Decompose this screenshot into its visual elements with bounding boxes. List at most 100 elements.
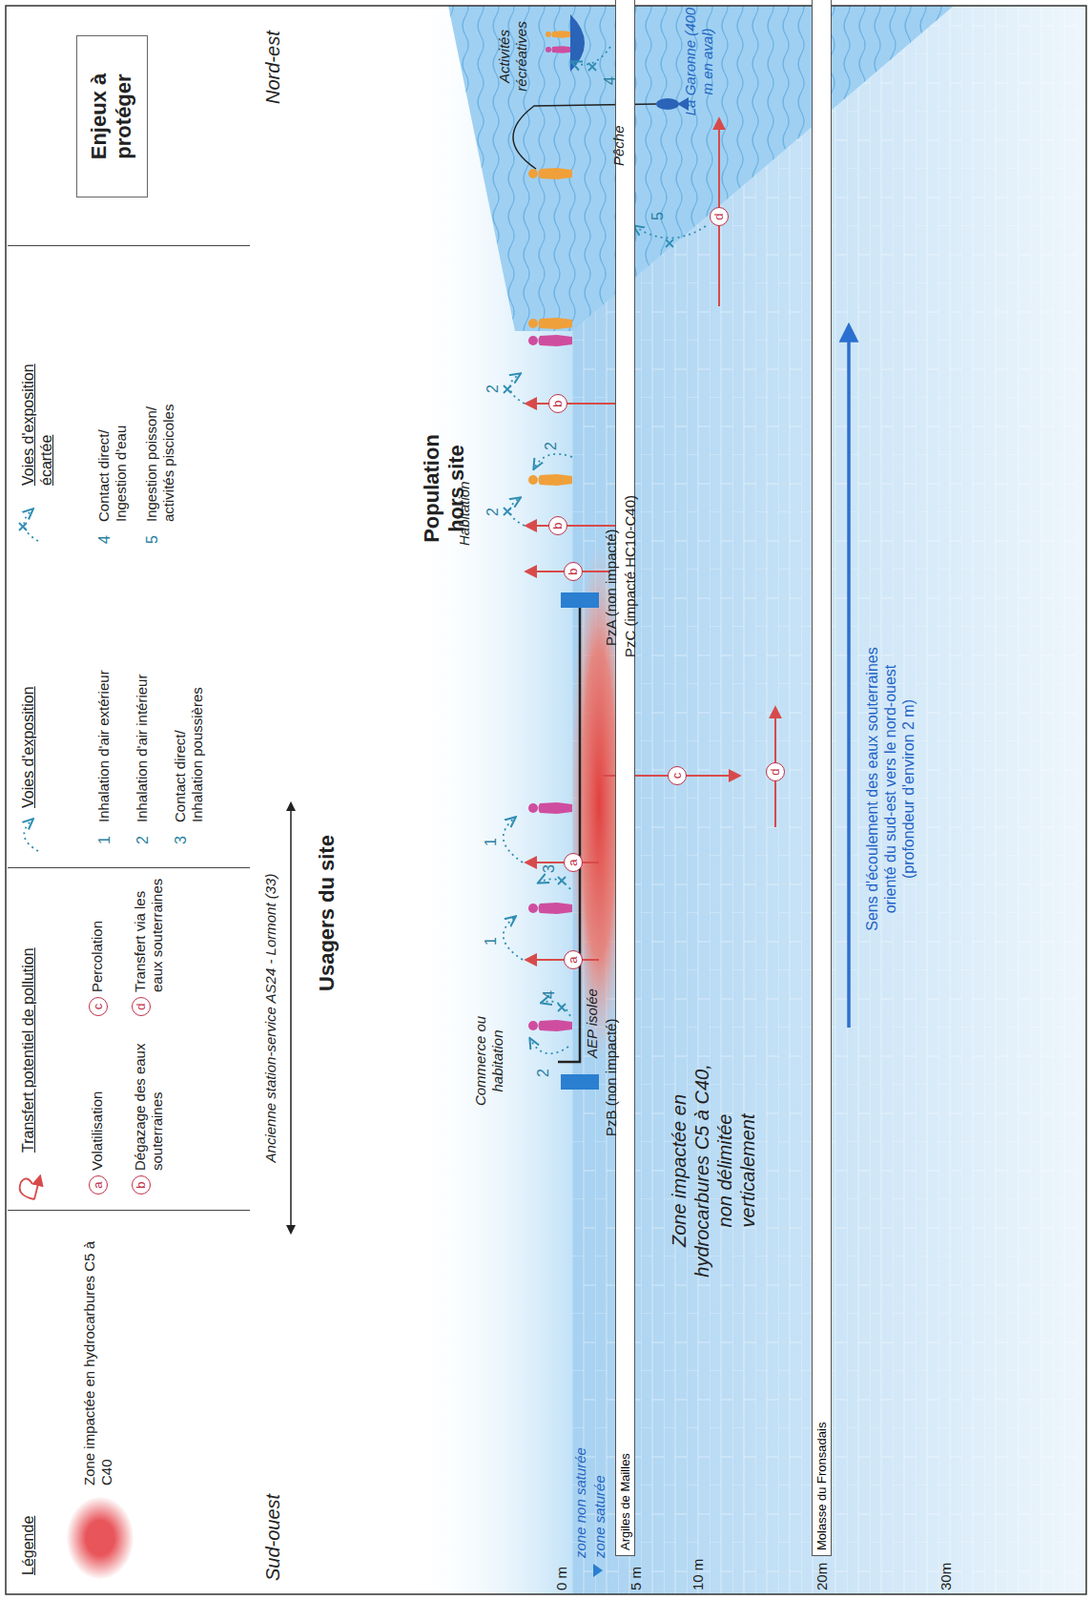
transfer-letter: b	[563, 561, 583, 581]
exposure-arrow	[503, 817, 523, 863]
exposure-arrow	[634, 226, 706, 239]
diagram-label: Sens d'écoulement des eaux souterraines …	[863, 626, 919, 951]
water-table	[593, 1563, 603, 1577]
callout-number: 2	[541, 441, 560, 451]
diagram-label: AEP isolée	[583, 988, 601, 1058]
callout-number: 2	[534, 1068, 553, 1077]
formation-box: Molasse du Fronsadais	[811, 0, 832, 1556]
diagram-label: Sud-ouest	[261, 1493, 285, 1581]
legend-text: Volatilisation	[88, 1091, 106, 1171]
station-slab	[557, 601, 580, 1062]
callout-number: 4	[539, 989, 558, 999]
person	[528, 317, 573, 330]
legend-text: Ingestion poisson/ activités piscicoles	[143, 369, 178, 522]
diagram-label: PzA (non impacté)	[602, 528, 620, 646]
callout-number: 5	[143, 535, 162, 544]
callout-number: 5	[648, 211, 667, 221]
piezometer	[560, 592, 599, 608]
diagram-label: zone non saturée	[572, 1446, 590, 1558]
transfer-letter: d	[709, 206, 729, 227]
exposure-arrow	[534, 453, 573, 469]
person	[528, 30, 573, 1031]
callout-number: 1	[481, 837, 500, 846]
callout-number: 4	[600, 76, 619, 85]
diagram-label: Zone impactée en hydrocarbures C5 à C40,…	[667, 1055, 760, 1285]
callout-number: 2	[483, 507, 502, 516]
legend-icon	[19, 509, 41, 1199]
discard-cross	[588, 62, 597, 71]
diagram-label: 0 m	[553, 1565, 571, 1590]
transfer-arrow	[526, 119, 776, 960]
formation-box: Argiles de Mailles	[615, 0, 636, 1556]
person	[545, 30, 573, 38]
discard-cross	[665, 239, 674, 248]
diagram-label: Pêche	[610, 124, 628, 166]
node-text: Enjeux à protéger	[76, 35, 148, 198]
transfer-letter: a	[563, 949, 583, 969]
diagram-label: 30m	[937, 1562, 955, 1590]
person	[545, 45, 573, 53]
flow-arrow	[848, 326, 850, 1028]
legend-text: Percolation	[88, 920, 106, 992]
legend-icon	[23, 509, 39, 541]
ground	[410, 5, 1087, 1594]
diagram-label: 20m	[813, 1562, 831, 1590]
legend-text: Transfert via les eaux souterraines	[131, 872, 166, 992]
river	[448, 5, 954, 331]
legend-panel: Voies d'expositionVoies d'exposition éca…	[7, 245, 250, 867]
diagram-label: PzB (non impacté)	[602, 1018, 620, 1136]
callout-number: 2	[483, 384, 502, 393]
node-text: Argiles de Mailles	[618, 0, 633, 1550]
node-text: Transfert potentiel de pollution	[19, 947, 38, 1153]
person	[528, 802, 573, 814]
node-text: Molasse du Fronsadais	[814, 0, 829, 1550]
callout-number: 2	[133, 835, 152, 845]
legend-icon	[19, 522, 27, 531]
node-text: Voies d'exposition écartée	[19, 342, 56, 486]
legend-text: Inhalation d'air intérieur	[133, 574, 151, 823]
exposure-arrow	[541, 1001, 571, 1016]
exposure-arrow	[530, 1038, 569, 1053]
transfer-letter: b	[548, 515, 568, 536]
legend-text: Zone impactée en hydrocarbures C5 à C40	[81, 1227, 116, 1485]
callout-number: 4	[95, 535, 114, 544]
piezometer	[560, 1073, 599, 1090]
legend-panel: Enjeux à protéger	[7, 5, 250, 246]
diagram-label: Habitation	[455, 480, 474, 546]
legend-panel: Transfert potentiel de pollution	[7, 866, 250, 1210]
legend-text: Inhalation d'air extérieur	[95, 574, 113, 823]
legend-icon	[20, 1175, 41, 1199]
callout-number: 3	[539, 864, 558, 873]
discard-cross	[557, 1003, 566, 1011]
transfer-letter: a	[563, 852, 583, 872]
river	[448, 5, 954, 331]
diagram-label: zone saturée	[591, 1474, 609, 1558]
transfer-arrow	[526, 524, 620, 527]
fishing	[656, 98, 680, 110]
diagram-label: 10 m	[689, 1558, 707, 1590]
person	[528, 902, 573, 914]
exposure-arrow	[503, 46, 706, 1053]
discard-cross	[503, 507, 512, 516]
person	[528, 473, 573, 486]
person	[528, 334, 573, 347]
exposure-arrow	[510, 373, 525, 404]
transfer-letter: b	[548, 393, 568, 413]
transfer-letter: a	[88, 1174, 108, 1195]
transfer-letter: c	[667, 765, 687, 785]
transfer-letter: c	[88, 996, 108, 1016]
person	[528, 167, 573, 180]
boat	[570, 14, 585, 72]
site-extent-arrow	[290, 803, 292, 1233]
diagram-label: La Garonne (400 m en aval)	[681, 6, 717, 117]
discard-cross	[557, 876, 566, 885]
diagram-label: 5 m	[627, 1565, 645, 1590]
river	[448, 5, 954, 331]
node-text: Légende	[19, 1515, 38, 1575]
person	[528, 1019, 573, 1031]
exposure-arrow	[510, 497, 525, 526]
legend-icon	[23, 819, 39, 851]
discard-cross	[503, 62, 674, 1011]
